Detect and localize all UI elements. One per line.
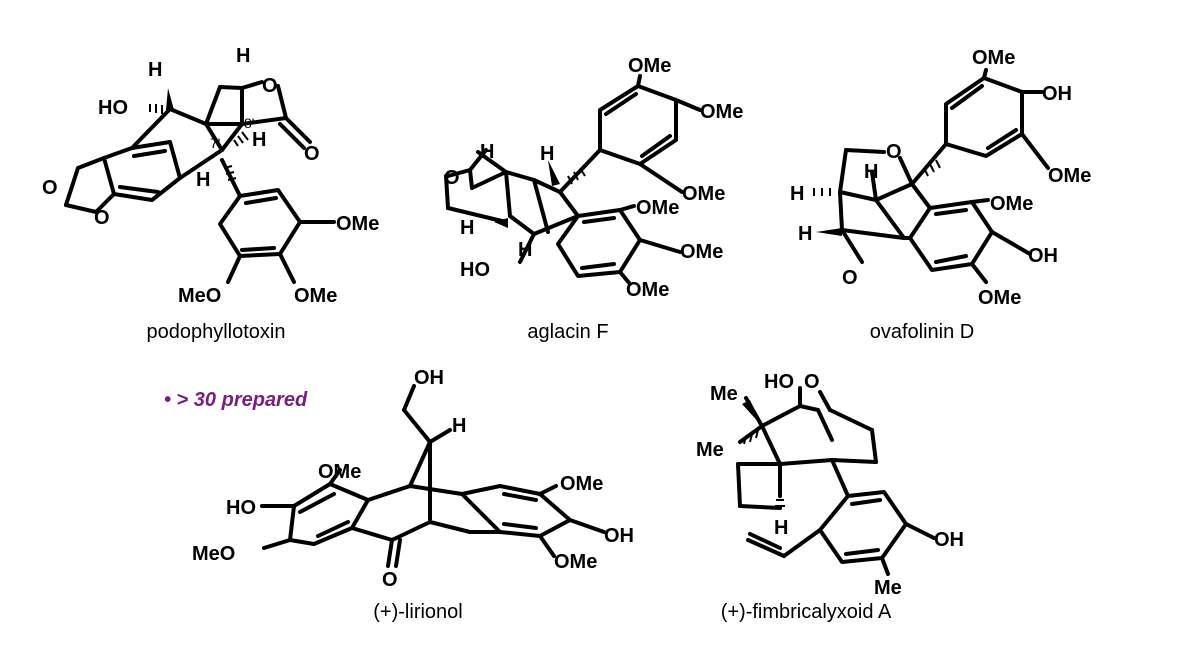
aglacin-f-ome-mid: OMe bbox=[700, 101, 743, 123]
ovafolinin-d-ome-top: OMe bbox=[972, 47, 1015, 69]
lirionol-oh-right: OH bbox=[604, 525, 634, 547]
ovafolinin-d-ome-bottom: OMe bbox=[978, 287, 1021, 309]
aglacin-f-ome-aryl: OMe bbox=[682, 183, 725, 205]
podophyllotoxin-o-lactone: O bbox=[262, 75, 278, 97]
podophyllotoxin-ho: HO bbox=[98, 97, 128, 119]
ovafolinin-d-h-lower: H bbox=[798, 223, 812, 245]
podophyllotoxin-hash-down bbox=[223, 165, 237, 181]
fimbricalyxoid-a-me-1: Me bbox=[710, 383, 738, 405]
fimbricalyxoid-a-hash bbox=[743, 429, 785, 507]
lirionol-oh-top: OH bbox=[414, 367, 444, 389]
aglacin-f-ome-top: OMe bbox=[628, 55, 671, 77]
lirionol-meo-left: MeO bbox=[192, 543, 235, 565]
fimbricalyxoid-a-h-mid: H bbox=[774, 517, 788, 539]
lirionol-name: (+)-lirionol bbox=[373, 601, 462, 623]
ovafolinin-d-oh-right: OH bbox=[1028, 245, 1058, 267]
podophyllotoxin-o-carbonyl: O bbox=[304, 143, 320, 165]
ovafolinin-d-o-ring: O bbox=[886, 141, 902, 163]
aglacin-f-structure: OMe OMe OMe H H O OMe H H OMe HO OMe bbox=[444, 55, 743, 301]
lirionol-ome-top-left: OMe bbox=[318, 461, 361, 483]
aglacin-f-bonds bbox=[444, 74, 702, 286]
podophyllotoxin-structure: H HO H O O O O 7' 8' H H OMe MeO OMe bbox=[42, 45, 379, 307]
fimbricalyxoid-a-name: (+)-fimbricalyxoid A bbox=[721, 601, 892, 623]
podophyllotoxin-name: podophyllotoxin bbox=[147, 321, 286, 343]
podophyllotoxin-hash-ho bbox=[149, 104, 163, 114]
ovafolinin-d-h-left: H bbox=[790, 183, 804, 205]
podophyllotoxin-h-bridge: H bbox=[236, 45, 250, 67]
ovafolinin-d-h-mid: H bbox=[864, 161, 878, 183]
ovafolinin-d-name: ovafolinin D bbox=[870, 321, 975, 343]
ovafolinin-d-o-bottom: O bbox=[842, 267, 858, 289]
lirionol-ho-left: HO bbox=[226, 497, 256, 519]
aglacin-f-name: aglacin F bbox=[527, 321, 608, 343]
aglacin-f-o-ring: O bbox=[444, 167, 460, 189]
podophyllotoxin-o-dioxole-1: O bbox=[42, 177, 58, 199]
lirionol-bonds bbox=[260, 384, 606, 568]
lirionol-o-keto: O bbox=[382, 569, 398, 591]
aglacin-f-h-ring: H bbox=[480, 141, 494, 163]
podophyllotoxin-ome-right: OMe bbox=[336, 213, 379, 235]
aglacin-f-ome-a3: OMe bbox=[626, 279, 669, 301]
aglacin-f-hash bbox=[567, 167, 586, 185]
podophyllotoxin-h-8: H bbox=[252, 129, 266, 151]
fimbricalyxoid-a-ho: HO bbox=[764, 371, 794, 393]
podophyllotoxin-h-down: H bbox=[196, 169, 210, 191]
aglacin-f-ome-a2: OMe bbox=[680, 241, 723, 263]
lirionol-ome-bottom-right: OMe bbox=[554, 551, 597, 573]
fimbricalyxoid-a-me-aryl: Me bbox=[874, 577, 902, 599]
aglacin-f-ome-a1: OMe bbox=[636, 197, 679, 219]
fimbricalyxoid-a-bonds bbox=[736, 386, 936, 576]
fimbricalyxoid-a-structure: HO O Me Me H OH Me bbox=[696, 371, 964, 599]
aglacin-f-ho: HO bbox=[460, 259, 490, 281]
lirionol-structure: OH H OMe OMe HO OH MeO OMe O bbox=[192, 367, 634, 591]
podophyllotoxin-ome-bottom: OMe bbox=[294, 285, 337, 307]
fimbricalyxoid-a-oh: OH bbox=[934, 529, 964, 551]
aglacin-f-h-ho: H bbox=[518, 239, 532, 261]
aglacin-f-h-stereo: H bbox=[540, 143, 554, 165]
fimbricalyxoid-a-me-2: Me bbox=[696, 439, 724, 461]
aglacin-f-h-left: H bbox=[460, 217, 474, 239]
ovafolinin-d-ome-r2: OMe bbox=[990, 193, 1033, 215]
fimbricalyxoid-a-o-ring: O bbox=[804, 371, 820, 393]
lirionol-h-top: H bbox=[452, 415, 466, 437]
ovafolinin-d-bonds bbox=[838, 68, 1050, 284]
podophyllotoxin-locant-7: 7' bbox=[210, 135, 220, 151]
podophyllotoxin-meo-bottom-left: MeO bbox=[178, 285, 221, 307]
prepared-count-note: • > 30 prepared bbox=[164, 389, 308, 411]
lirionol-ome-top-right: OMe bbox=[560, 473, 603, 495]
podophyllotoxin-hash-h8 bbox=[233, 131, 249, 147]
podophyllotoxin-bonds bbox=[64, 80, 336, 284]
podophyllotoxin-o-dioxole-2: O bbox=[94, 207, 110, 229]
ovafolinin-d-oh-top: OH bbox=[1042, 83, 1072, 105]
ovafolinin-d-structure: OMe OH O H OMe H OMe H OH O OMe bbox=[790, 47, 1091, 309]
ovafolinin-d-ome-r1: OMe bbox=[1048, 165, 1091, 187]
podophyllotoxin-locant-8: 8' bbox=[244, 115, 254, 131]
ovafolinin-d-hash bbox=[813, 159, 941, 196]
podophyllotoxin-h-top: H bbox=[148, 59, 162, 81]
